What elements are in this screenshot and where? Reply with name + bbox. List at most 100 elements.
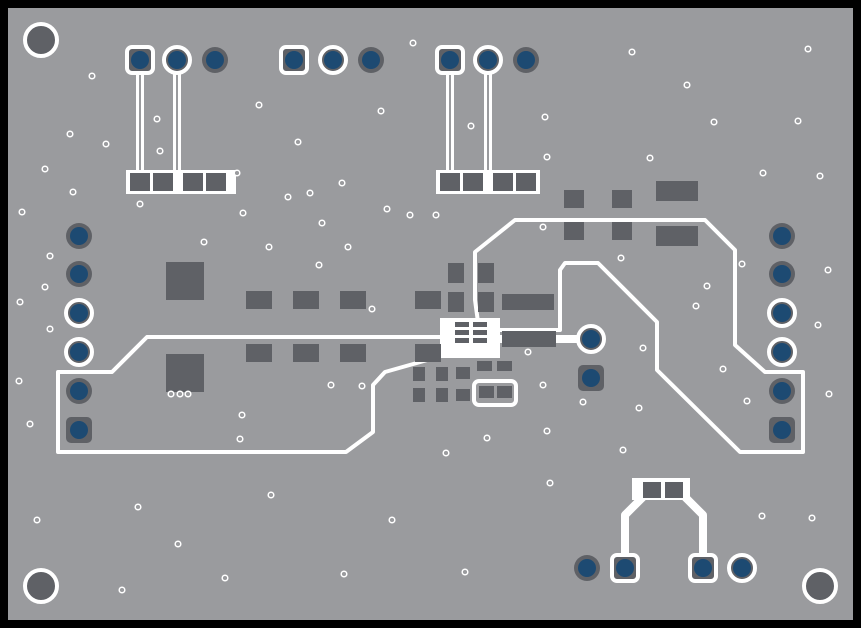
smd-pad (340, 291, 366, 309)
mounting-hole (23, 22, 59, 58)
via (233, 169, 241, 177)
via (358, 382, 366, 390)
drill-hole (582, 369, 600, 387)
via (467, 122, 475, 130)
board-surface (8, 8, 853, 620)
smd-pad (502, 294, 554, 310)
smd-pad (564, 222, 584, 240)
via (710, 118, 718, 126)
via (255, 101, 263, 109)
via (236, 435, 244, 443)
drill-hole (773, 265, 791, 283)
via (635, 404, 643, 412)
via (619, 446, 627, 454)
smd-pad (516, 173, 536, 191)
through-hole-pad (162, 45, 192, 75)
via (683, 81, 691, 89)
smd-pad (448, 263, 464, 283)
through-hole-pad (125, 45, 155, 75)
drill-hole (578, 559, 596, 577)
via (184, 390, 192, 398)
via (284, 193, 292, 201)
via (88, 72, 96, 80)
mounting-hole (802, 568, 838, 604)
smd-pad (612, 190, 632, 208)
drill-hole (285, 51, 303, 69)
via (41, 165, 49, 173)
smd-pad (612, 222, 632, 240)
smd-pad (463, 173, 483, 191)
drill-hole (70, 382, 88, 400)
bottom-pad-outline (472, 379, 518, 407)
via (738, 260, 746, 268)
ic-pin (473, 338, 487, 343)
via (543, 153, 551, 161)
smd-pad (166, 354, 204, 392)
drill-hole (694, 559, 712, 577)
via (221, 574, 229, 582)
via (579, 398, 587, 406)
left-pour (56, 335, 447, 454)
ic-pin (473, 322, 487, 327)
smd-pad (293, 291, 319, 309)
smd-pad (493, 173, 513, 191)
ic-pin (455, 338, 469, 343)
through-hole-pad (610, 553, 640, 583)
via (167, 390, 175, 398)
via (344, 243, 352, 251)
via (153, 115, 161, 123)
via (814, 321, 822, 329)
via (267, 491, 275, 499)
smd-pad (502, 331, 556, 347)
via (804, 45, 812, 53)
via (338, 179, 346, 187)
drill-hole (70, 421, 88, 439)
smd-pad (448, 292, 464, 312)
via (639, 344, 647, 352)
smd-pad (477, 361, 492, 371)
via (442, 449, 450, 457)
smd-pad (413, 367, 425, 381)
drill-hole (206, 51, 224, 69)
drill-hole (773, 304, 791, 322)
through-hole-pad (473, 45, 503, 75)
via (383, 205, 391, 213)
smd-pad (340, 344, 366, 362)
through-hole-pad (769, 417, 795, 443)
smd-pad (206, 173, 226, 191)
via (432, 211, 440, 219)
drill-hole (517, 51, 535, 69)
via (318, 219, 326, 227)
through-hole-pad (513, 47, 539, 73)
through-hole-pad (576, 324, 606, 354)
via (265, 243, 273, 251)
through-hole-pad (578, 365, 604, 391)
through-hole-pad (688, 553, 718, 583)
drill-hole (70, 343, 88, 361)
via (176, 390, 184, 398)
through-hole-pad (769, 261, 795, 287)
smd-pad (656, 181, 698, 201)
through-hole-pad (727, 553, 757, 583)
ic-pin (455, 330, 469, 335)
via (66, 130, 74, 138)
smd-pad (440, 173, 460, 191)
smd-pad (166, 262, 204, 300)
drill-hole (70, 227, 88, 245)
drill-hole (324, 51, 342, 69)
smd-pad (415, 291, 441, 309)
via (41, 283, 49, 291)
drill-hole (70, 304, 88, 322)
through-hole-pad (66, 417, 92, 443)
via (808, 514, 816, 522)
via (539, 223, 547, 231)
smd-pad (456, 367, 470, 379)
vias (15, 39, 833, 594)
drill-hole (479, 51, 497, 69)
through-hole-pad (358, 47, 384, 73)
through-hole-pad (767, 298, 797, 328)
through-hole-pad (202, 47, 228, 73)
smd-pad (436, 388, 448, 402)
drill-hole (441, 51, 459, 69)
